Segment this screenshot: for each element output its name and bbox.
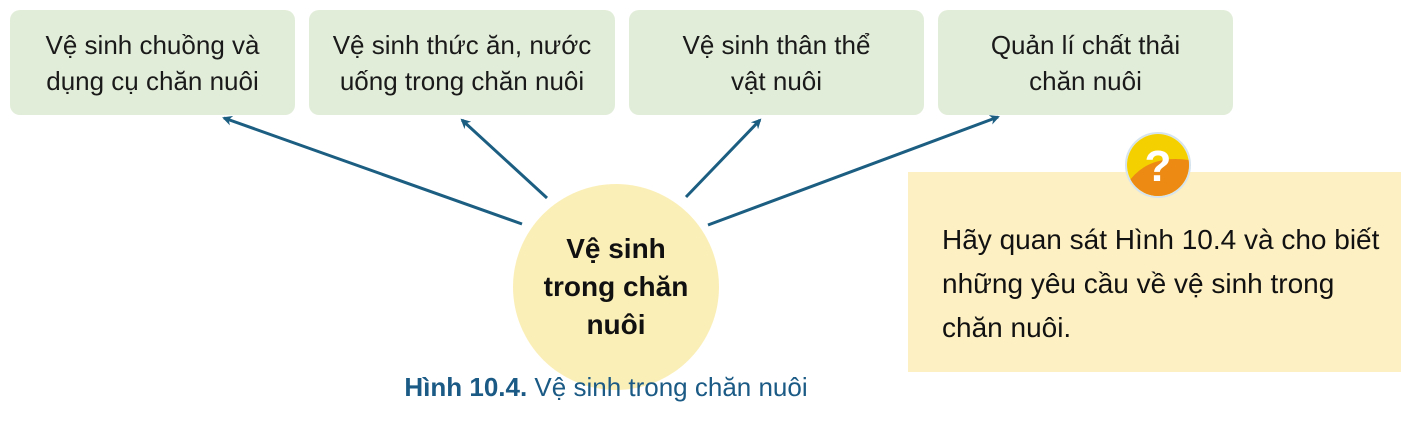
box-body-hygiene: Vệ sinh thân thể vật nuôi (629, 10, 924, 115)
question-text: Hãy quan sát Hình 10.4 và cho biết những… (942, 224, 1380, 343)
question-box: Hãy quan sát Hình 10.4 và cho biết những… (908, 172, 1401, 372)
box-cage-hygiene: Vệ sinh chuồng và dụng cụ chăn nuôi (10, 10, 295, 115)
figure-caption: Hình 10.4. Vệ sinh trong chăn nuôi (0, 372, 1212, 403)
box-waste-management: Quản lí chất thải chăn nuôi (938, 10, 1233, 115)
question-icon: ? (1125, 132, 1191, 198)
caption-label: Hình 10.4. (404, 372, 528, 402)
center-node: Vệ sinh trong chăn nuôi (513, 184, 719, 390)
arrow-1 (222, 115, 523, 226)
arrow-3 (684, 118, 762, 199)
svg-text:?: ? (1145, 142, 1172, 191)
arrow-4 (707, 115, 1000, 227)
arrow-2 (460, 118, 549, 200)
box-feed-hygiene: Vệ sinh thức ăn, nước uống trong chăn nu… (309, 10, 615, 115)
caption-text: Vệ sinh trong chăn nuôi (527, 372, 808, 402)
